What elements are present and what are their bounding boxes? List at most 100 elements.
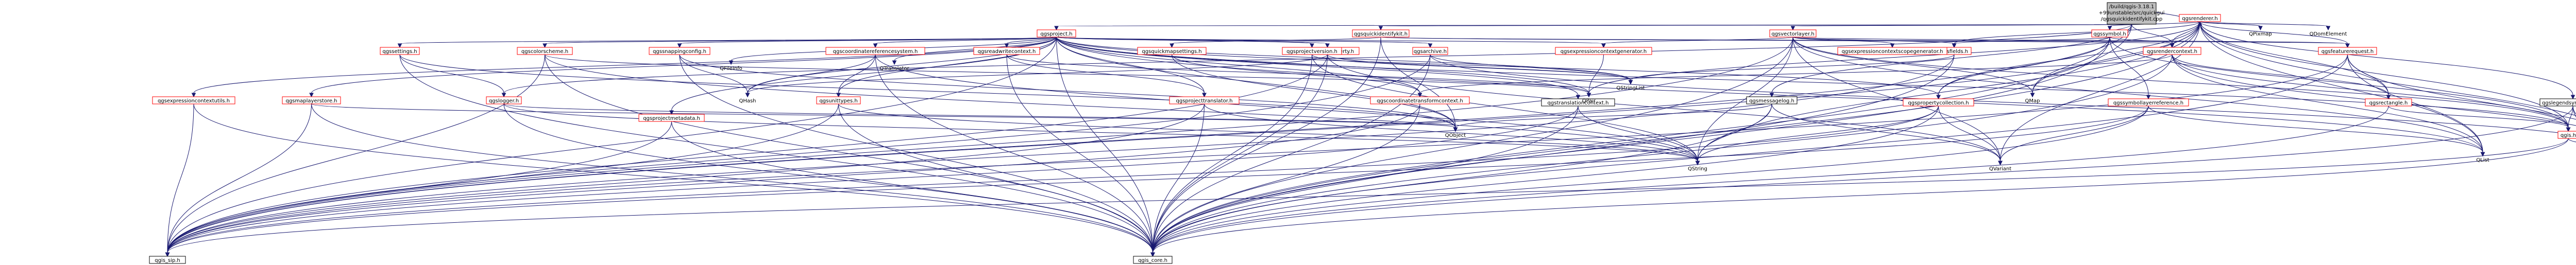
edge-qgsvectorlayer-to-qgsexpressioncontextscopegenerator — [1792, 37, 1895, 48]
edge-qgssymbol-to-qgsrendercontext — [2109, 37, 2175, 48]
edge-qgsreadwritecontext-to-qgsprojecttranslator — [1006, 54, 1207, 98]
edge-qgsrenderer-to-qgis_core — [1150, 21, 2200, 257]
edge-qgsproject-to-qgis_sip — [165, 37, 1057, 257]
edge-qgsvectorlayer-to-qgsexpressioncontextgenerator — [1601, 37, 1793, 48]
edge-qgslegendsymbolitem-to-qgis_core — [1150, 105, 2573, 257]
node-QList: QList — [2476, 157, 2489, 163]
node-qgsexpressioncontextutils[interactable]: qgsexpressioncontextutils.h — [152, 96, 235, 104]
node-label: qgslegendsymbolitem.h — [2542, 100, 2576, 106]
edge-qgscoordinatereferencesystem-to-qgis_core — [875, 54, 1155, 257]
edge-qgspropertycollection-to-qgis_sip — [165, 105, 1939, 257]
node-qgsquickidentifykit[interactable]: qgsquickidentifykit.h — [1352, 29, 1410, 38]
edge-qgslogger-to-QString — [503, 103, 1700, 166]
node-qgsfeaturerequest[interactable]: qgsfeaturerequest.h — [2318, 47, 2377, 55]
node-label: QPair — [1582, 98, 1596, 104]
node-label: qgssymbollayerreference.h — [2113, 100, 2183, 106]
node-label: qgsquickmapsettings.h — [1142, 49, 1201, 55]
node-qgscoordinatereferencesystem[interactable]: qgscoordinatereferencesystem.h — [825, 47, 925, 55]
edge-qgsprojectproperty-to-qgis_core — [1150, 54, 1328, 257]
node-qgsrenderer[interactable]: qgsrenderer.h — [2179, 14, 2221, 22]
node-label: QDomElement — [2310, 31, 2347, 37]
edge-qgsrenderer-to-QDomElement — [2199, 21, 2331, 31]
node-qgsarchive[interactable]: qgsarchive.h — [1412, 47, 1448, 55]
node-qgsexpressioncontextscopegenerator[interactable]: qgsexpressioncontextscopegenerator.h — [1837, 47, 1947, 55]
edge-qgsreadwritecontext-to-QPair — [1006, 54, 1591, 98]
node-qgslogger[interactable]: qgslogger.h — [486, 96, 522, 104]
edge-qgsprojectversion-to-QStringList — [1312, 54, 1633, 85]
nodes-layer: /build/qgis-3.18.1+99unstable/src/quickg… — [149, 2, 2576, 264]
edge-qgscolorscheme-to-QPair — [545, 54, 1591, 98]
edge-qgis-to-qgis_sip — [165, 138, 2569, 257]
edge-qgsmaplayerstore-to-qgis_core — [311, 103, 1155, 257]
node-label: QVariant — [1989, 166, 2011, 172]
edge-qgssettings-to-QObject — [399, 54, 1458, 132]
node-QMap: QMap — [2025, 98, 2040, 104]
node-qgis[interactable]: qgis.h — [2557, 131, 2576, 139]
node-label: QString — [1688, 166, 1707, 172]
node-qgsrectangle[interactable]: qgsrectangle.h — [2365, 98, 2412, 107]
node-QPair: QPair — [1582, 98, 1596, 104]
edge-qgsarchive-to-qgis_sip — [165, 54, 1431, 257]
edge-qgslegendsymbolitem-to-memory — [2572, 105, 2576, 115]
node-label: qgsunittypes.h — [819, 98, 857, 104]
edge-qgssymbollayerreference-to-QVariant — [1998, 105, 2149, 166]
node-qgsmaplayerstore[interactable]: qgsmaplayerstore.h — [282, 96, 341, 104]
node-QDomElement: QDomElement — [2310, 31, 2347, 37]
node-label: qgsexpressioncontextutils.h — [158, 98, 230, 104]
edge-qgsrenderer-to-qgsrectangle — [2199, 21, 2391, 100]
node-qgsproject[interactable]: qgsproject.h — [1037, 29, 1076, 38]
node-QPixmap: QPixmap — [2249, 31, 2272, 37]
node-qgsquickmapsettings[interactable]: qgsquickmapsettings.h — [1137, 47, 1207, 55]
node-qgscoordinatetransformcontext[interactable]: qgscoordinatetransformcontext.h — [1370, 96, 1470, 104]
edge-qgssettings-to-qgslogger — [399, 54, 506, 98]
edge-qgssnappingconfig-to-QHash — [679, 54, 750, 98]
edge-qgssymbollayerreference-to-QList — [2148, 105, 2485, 157]
node-qgspropertycollection[interactable]: qgspropertycollection.h — [1903, 98, 1974, 107]
node-qgsvectorlayer[interactable]: qgsvectorlayer.h — [1769, 29, 1817, 38]
node-qgis_sip: qgis_sip.h — [149, 256, 186, 264]
node-label: qgslogger.h — [489, 98, 519, 104]
edge-qgsunittypes-to-qgis_sip — [165, 103, 839, 257]
node-qgssettings[interactable]: qgssettings.h — [380, 47, 420, 55]
node-qgsexpressioncontextgenerator[interactable]: qgsexpressioncontextgenerator.h — [1555, 47, 1652, 55]
node-label: qgis.h — [2561, 133, 2576, 138]
edge-qgsmessagelog-to-QObject — [1453, 103, 1772, 132]
node-QStringList: QStringList — [1616, 85, 1645, 91]
node-qgsrendercontext[interactable]: qgsrendercontext.h — [2143, 47, 2201, 55]
node-label: qgsmaplayerstore.h — [285, 98, 337, 104]
edge-root-to-qgis_sip — [165, 24, 2132, 257]
node-qgsprojectmetadata[interactable]: qgsprojectmetadata.h — [638, 114, 705, 122]
edge-qgsrenderer-to-qgis — [2199, 21, 2571, 132]
node-label: qgsprojecttranslator.h — [1176, 98, 1233, 104]
node-qgssnappingconfig[interactable]: qgssnappingconfig.h — [649, 47, 710, 55]
node-qgsunittypes[interactable]: qgsunittypes.h — [816, 96, 861, 104]
node-qgssymbollayerreference[interactable]: qgssymbollayerreference.h — [2108, 98, 2189, 107]
node-label: qgscolorscheme.h — [521, 49, 568, 55]
node-label: qgscoordinatereferencesystem.h — [833, 49, 918, 55]
node-label: qgsfeaturerequest.h — [2321, 49, 2374, 55]
edge-qgspropertycollection-to-QVariant — [1938, 105, 2003, 166]
edge-qgscoordinatereferencesystem-to-QHash — [745, 54, 876, 98]
edge-qgsrenderer-to-memory — [2199, 21, 2576, 116]
node-label: QStringList — [1616, 85, 1645, 91]
edge-qgspropertycollection-to-QString — [1695, 105, 1939, 166]
node-qgsprojectversion[interactable]: qgsprojectversion.h — [1282, 47, 1342, 55]
node-qgsreadwritecontext[interactable]: qgsreadwritecontext.h — [973, 47, 1040, 55]
edge-qgsfeaturerequest-to-qgis_sip — [165, 54, 2348, 257]
node-label: qgstranslationcontext.h — [1548, 100, 1609, 106]
node-label: qgis_core.h — [1138, 258, 1167, 263]
edge-qgsfields-to-qgis_sip — [165, 54, 1955, 257]
node-qgssymbol[interactable]: qgssymbol.h — [2091, 29, 2128, 38]
node-qgis_core: qgis_core.h — [1133, 256, 1173, 264]
edge-qgscoordinatereferencesystem-to-qgsunittypes — [836, 54, 876, 98]
root-label-line: /build/qgis-3.18.1 — [2109, 4, 2154, 10]
edge-root-to-qgslogger — [501, 24, 2132, 98]
node-qgsprojecttranslator[interactable]: qgsprojecttranslator.h — [1169, 96, 1240, 104]
node-qgscolorscheme[interactable]: qgscolorscheme.h — [517, 47, 573, 55]
node-label: qgssymbol.h — [2093, 31, 2126, 37]
node-label: qgscoordinatetransformcontext.h — [1377, 98, 1463, 104]
edge-qgsfeaturerequest-to-qgis_core — [1150, 54, 2348, 257]
edge-qgsproject-to-qgsreadwritecontext — [1004, 37, 1057, 48]
node-label: qgsquickidentifykit.h — [1354, 31, 1408, 37]
node-QHash: QHash — [739, 98, 756, 104]
